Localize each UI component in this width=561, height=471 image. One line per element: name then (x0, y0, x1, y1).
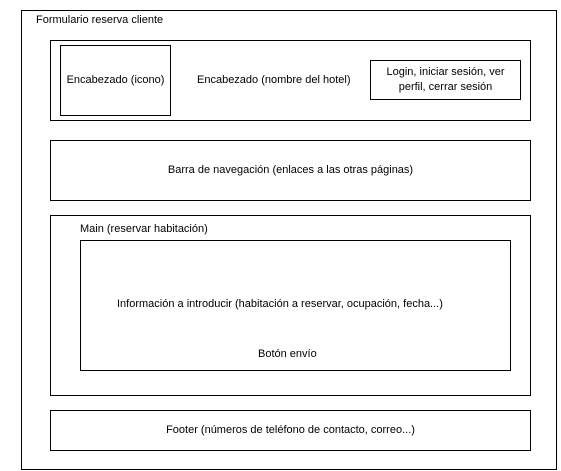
login-label: Login, iniciar sesión, ver perfil, cerra… (386, 66, 505, 93)
main-title: Main (reservar habitación) (80, 223, 208, 235)
footer-section: Footer (números de teléfono de contacto,… (50, 410, 531, 451)
nav-section: Barra de navegación (enlaces a las otras… (50, 140, 531, 201)
nav-label: Barra de navegación (enlaces a las otras… (167, 164, 414, 176)
main-form-box (80, 240, 511, 371)
submit-button-label: Botón envío (258, 348, 317, 360)
footer-label: Footer (números de teléfono de contacto,… (166, 424, 415, 436)
form-title: Formulario reserva cliente (36, 14, 164, 26)
header-icon-box: Encabezado (icono) (60, 45, 171, 116)
header-hotel-name-label: Encabezado (nombre del hotel) (197, 74, 351, 86)
main-info-label: Información a introducir (habitación a r… (117, 298, 443, 310)
login-box: Login, iniciar sesión, ver perfil, cerra… (370, 60, 521, 100)
header-icon-label: Encabezado (icono) (66, 74, 165, 86)
